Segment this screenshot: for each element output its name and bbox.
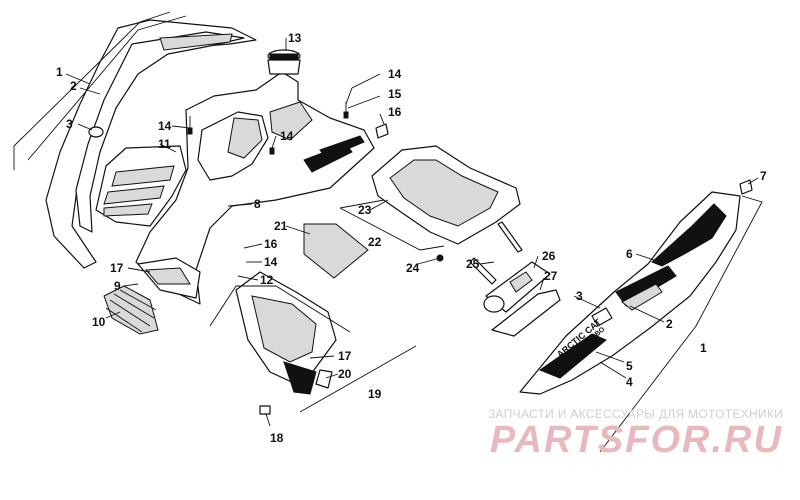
callout-24: 24 bbox=[406, 261, 420, 275]
callout-22: 22 bbox=[368, 235, 382, 249]
callout-11: 11 bbox=[158, 137, 171, 151]
callout-23: 23 bbox=[358, 203, 372, 217]
front-grill bbox=[103, 285, 159, 335]
left-side-panel bbox=[13, 11, 257, 269]
callout-19: 19 bbox=[368, 387, 382, 401]
watermark-tagline: ЗАПЧАСТИ И АКСЕССУАРЫ ДЛЯ МОТОТЕХНИКИ bbox=[488, 407, 783, 421]
callout-9: 9 bbox=[114, 279, 121, 293]
callout-26: 26 bbox=[542, 249, 556, 263]
callout-15: 15 bbox=[388, 87, 402, 101]
callout-6: 6 bbox=[626, 247, 633, 261]
storage-bin bbox=[95, 145, 187, 227]
callout-1a: 1 bbox=[56, 65, 63, 79]
callout-25: 25 bbox=[466, 257, 480, 271]
callout-14c: 14 bbox=[280, 129, 294, 143]
callout-18: 18 bbox=[270, 431, 284, 445]
callout-13: 13 bbox=[288, 31, 302, 45]
callout-10: 10 bbox=[92, 315, 106, 329]
callout-17b: 17 bbox=[338, 349, 352, 363]
callout-2a: 2 bbox=[70, 79, 77, 93]
callout-16b: 16 bbox=[264, 237, 278, 251]
callout-labels: 1 2 3 13 14 15 16 14 14 11 8 7 6 23 22 2… bbox=[56, 31, 767, 445]
watermark: ЗАПЧАСТИ И АКСЕССУАРЫ ДЛЯ МОТОТЕХНИКИ PA… bbox=[488, 407, 783, 461]
dash-tray bbox=[339, 145, 521, 251]
watermark-brand: PARTSFOR.RU bbox=[490, 419, 783, 461]
hood-assembly bbox=[135, 49, 389, 305]
callout-16a: 16 bbox=[388, 105, 402, 119]
callout-8: 8 bbox=[254, 197, 261, 211]
callout-7: 7 bbox=[760, 169, 767, 183]
callout-12: 12 bbox=[260, 273, 274, 287]
callout-14b: 14 bbox=[158, 119, 172, 133]
callout-17a: 17 bbox=[110, 261, 124, 275]
callout-14d: 14 bbox=[264, 255, 278, 269]
callout-5: 5 bbox=[626, 359, 633, 373]
callout-1b: 1 bbox=[700, 341, 707, 355]
callout-4: 4 bbox=[626, 375, 633, 389]
leader-lines bbox=[65, 38, 759, 427]
windshield-insert bbox=[303, 223, 369, 279]
callout-3b: 3 bbox=[576, 289, 583, 303]
callout-20: 20 bbox=[338, 367, 352, 381]
callout-14a: 14 bbox=[388, 67, 402, 81]
heat-shield bbox=[483, 261, 561, 337]
support-rods bbox=[436, 221, 523, 285]
callout-2b: 2 bbox=[666, 317, 673, 331]
callout-3a: 3 bbox=[66, 117, 73, 131]
callout-27: 27 bbox=[544, 269, 558, 283]
lower-bracket bbox=[209, 271, 417, 415]
callout-21: 21 bbox=[274, 219, 288, 233]
right-side-panel: ARCTIC CAT TURBO bbox=[519, 179, 763, 453]
